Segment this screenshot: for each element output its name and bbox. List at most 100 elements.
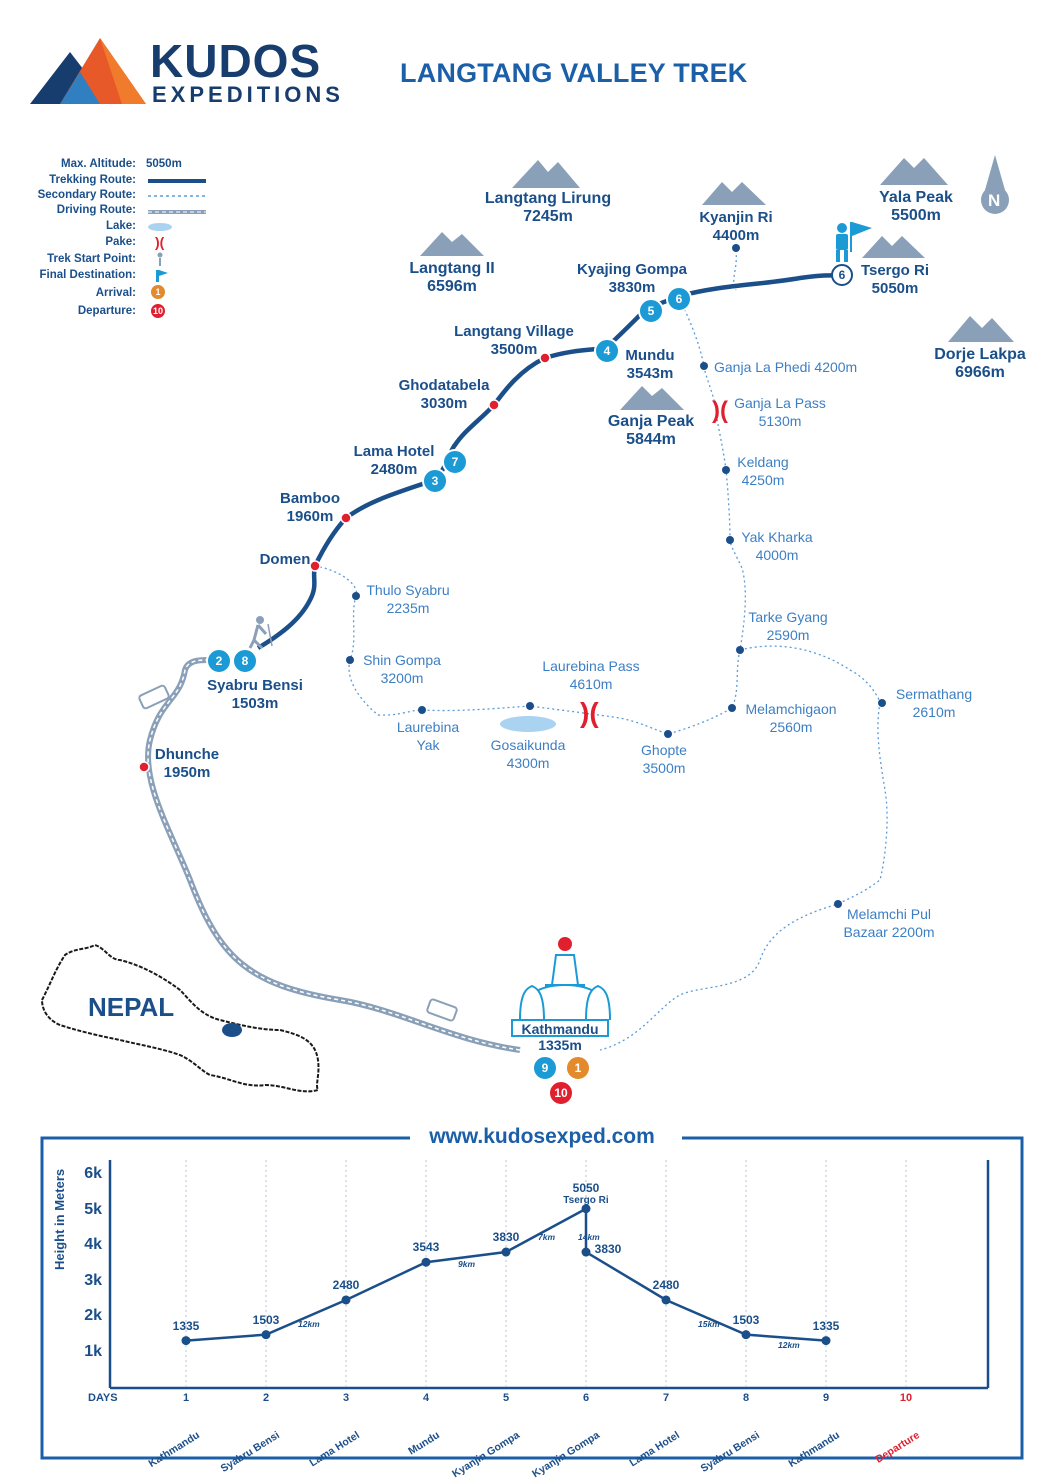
secondary-dots (346, 244, 886, 908)
place-domen: Domen (259, 551, 311, 568)
legend-departure: Departure: (77, 305, 136, 317)
kyanjin-ri-mountain-icon (702, 182, 766, 205)
y-tick-label: 2k (84, 1307, 102, 1324)
day-badge-9: 9 (532, 1055, 558, 1081)
legend-lake: Lake: (105, 220, 136, 232)
elevation-value-label: 2480 (652, 1277, 680, 1292)
brand-name: KUDOS (150, 35, 322, 87)
chart-frame (40, 1136, 1024, 1460)
day-badge-6-tsergo: 6 (831, 264, 853, 286)
nepal-outline (40, 943, 320, 1093)
segment-distance-label: 12km (778, 1339, 800, 1350)
elevation-value-label: 2480 (332, 1277, 360, 1292)
elevation-polyline (185, 1206, 827, 1342)
legend-arrival-badge: 1 (150, 284, 166, 300)
compass-icon (981, 155, 1009, 214)
elevation-line (181, 1204, 831, 1346)
logo-icon (30, 38, 146, 104)
elevation-point-name: Tsergo Ri (563, 1194, 609, 1206)
tsergo-mountain-icon (862, 236, 925, 258)
segment-distance-label: 12km (298, 1319, 320, 1330)
day-badge-5: 5 (638, 298, 664, 324)
legend-driving: Driving Route: (56, 204, 136, 216)
website-link[interactable]: www.kudosexped.com (412, 1125, 672, 1149)
elevation-value-label: 1335 (172, 1318, 200, 1333)
y-tick-label: 5k (84, 1200, 102, 1218)
stop-dots (138, 352, 551, 773)
elevation-value-label: 1335 (812, 1318, 840, 1333)
elevation-value-label: 1503 (732, 1312, 760, 1327)
elevation-value-label: 3543 (412, 1240, 440, 1255)
legend-final: Final Destination: (39, 269, 136, 281)
chart-grid (185, 1160, 907, 1388)
legend-max-altitude: Max. Altitude: (61, 158, 136, 170)
legend-max-altitude-value: 5050m (146, 158, 182, 170)
elevation-point (501, 1247, 511, 1257)
elevation-point (821, 1336, 831, 1346)
day-badge-3: 3 (422, 468, 448, 494)
bus-icon (138, 684, 458, 1022)
legend-pass: Pake: (105, 236, 136, 248)
segment-distance-label: 9km (458, 1259, 476, 1270)
departure-badge: 10 (548, 1080, 574, 1106)
elevation-point (181, 1336, 191, 1346)
arrival-badge: 1 (565, 1055, 591, 1081)
legend-departure-badge: 10 (150, 303, 166, 319)
nepal-label: NEPAL (88, 992, 175, 1022)
elevation-point (741, 1330, 751, 1340)
day-badge-2: 2 (206, 648, 232, 674)
brand-sub: EXPEDITIONS (152, 82, 344, 107)
y-tick-label: 1k (84, 1342, 102, 1360)
ganja-mountain-icon (620, 386, 684, 410)
day-number-label: 4 (422, 1392, 430, 1404)
day-badge-6: 6 (666, 286, 692, 312)
laurebina-pass-icon: )( (580, 697, 599, 728)
day-badge-4: 4 (594, 338, 620, 364)
elevation-point (581, 1204, 591, 1214)
legend-flag-icon (156, 270, 168, 282)
chart-x-axis-label: DAYS (88, 1392, 118, 1404)
day-number-label: 10 (899, 1392, 913, 1404)
day-number-label: 2 (262, 1392, 270, 1404)
day-number-label: 3 (342, 1392, 350, 1404)
legend-pass-icon: )( (155, 234, 165, 250)
elevation-point (341, 1295, 351, 1305)
day-badge-7: 7 (442, 449, 468, 475)
compass-label: N (988, 191, 1001, 210)
hiker-icon (248, 616, 273, 650)
legend-arrival: Arrival: (95, 287, 136, 299)
y-tick-label: 6k (84, 1165, 102, 1182)
lirung-mountain-icon (512, 160, 580, 188)
kathmandu-stupa-icon (511, 937, 611, 1037)
legend-hiker-icon (157, 252, 163, 266)
day-number-label: 5 (502, 1392, 510, 1404)
elevation-value-label: 3830 (594, 1242, 622, 1257)
y-tick-label: 3k (84, 1271, 102, 1289)
elevation-value-label: 5050 (572, 1180, 600, 1195)
